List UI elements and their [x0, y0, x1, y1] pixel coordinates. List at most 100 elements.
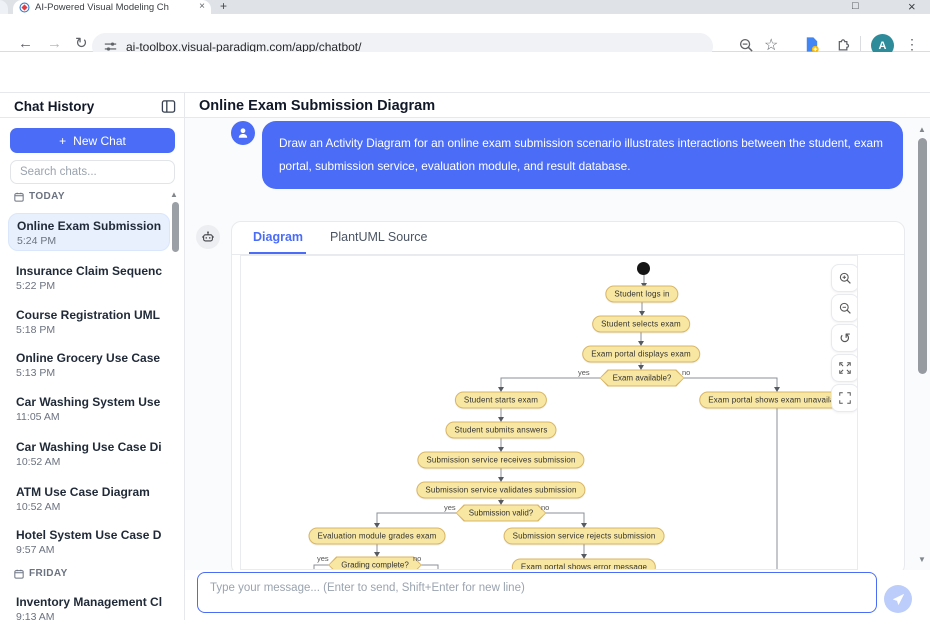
collapse-sidebar-icon[interactable] — [161, 99, 176, 114]
activity-node: Exam portal displays exam — [582, 345, 700, 363]
reset-icon: ↺ — [839, 329, 851, 346]
chat-item-title: Hotel System Use Case Diagr... — [16, 528, 162, 542]
activity-node: Student logs in — [605, 285, 679, 303]
decision-node: Submission valid? — [456, 505, 546, 522]
chat-scrollbar-thumb[interactable] — [918, 138, 927, 374]
fit-to-screen-button[interactable] — [831, 354, 857, 382]
visual-paradigm-favicon — [19, 1, 30, 13]
robot-icon — [202, 231, 214, 242]
adjacent-tab-fragment — [0, 0, 8, 14]
window-maximize-button[interactable]: □ — [852, 0, 859, 12]
branch-label-yes: yes — [578, 368, 590, 377]
chat-item-title: ATM Use Case Diagram — [16, 485, 150, 499]
branch-label-no: no — [541, 503, 550, 512]
diagram-viewport: Student logs in Student selects exam Exa… — [240, 255, 858, 570]
chat-item[interactable]: Inventory Management Clas... 9:13 AM — [8, 590, 170, 628]
new-tab-button[interactable]: + — [220, 0, 228, 13]
tab-close-icon[interactable]: × — [199, 1, 205, 12]
reset-view-button[interactable]: ↺ — [831, 324, 857, 352]
activity-node: Evaluation module grades exam — [308, 527, 446, 545]
scroll-down-icon[interactable]: ▼ — [918, 555, 926, 564]
site-settings-icon[interactable] — [104, 40, 117, 53]
branch-label-no: no — [682, 368, 691, 377]
tab-diagram[interactable]: Diagram — [253, 230, 304, 244]
chat-item-title: Online Exam Submission Dia... — [17, 219, 161, 233]
tab-title: AI-Powered Visual Modeling Ch — [35, 1, 169, 13]
decision-label: Grading complete? — [329, 558, 421, 571]
chat-item-time: 10:52 AM — [16, 456, 61, 468]
diagram-tab-row — [231, 221, 905, 255]
send-paper-plane-icon — [892, 593, 904, 605]
save-page-extension-icon[interactable] — [803, 36, 820, 53]
chat-item[interactable]: Hotel System Use Case Diagr... 9:57 AM — [8, 523, 170, 561]
decision-node: Grading complete? — [328, 557, 422, 571]
active-tab-underline — [249, 252, 306, 254]
section-label: TODAY — [29, 191, 65, 202]
url-text[interactable]: ai-toolbox.visual-paradigm.com/app/chatb… — [126, 39, 362, 54]
chat-item[interactable]: Course Registration UML 5:18 PM — [8, 303, 170, 341]
user-message-bubble: Draw an Activity Diagram for an online e… — [262, 121, 903, 189]
bookmark-star-icon[interactable]: ☆ — [764, 37, 779, 54]
activity-node: Submission service validates submission — [416, 481, 586, 499]
search-chats-input[interactable] — [10, 160, 175, 184]
new-chat-button[interactable]: + New Chat — [10, 128, 175, 153]
new-chat-label: New Chat — [73, 133, 126, 148]
zoom-page-icon[interactable] — [739, 38, 754, 53]
zoom-in-button[interactable] — [831, 264, 857, 292]
chat-item-time: 5:22 PM — [16, 280, 56, 292]
zoom-out-icon — [839, 302, 851, 314]
chat-item[interactable]: Insurance Claim Sequence 5:22 PM — [8, 259, 170, 297]
window-close-button[interactable]: × — [908, 0, 916, 14]
browser-menu-icon[interactable]: ⋮ — [905, 36, 919, 52]
chat-item-time: 5:18 PM — [16, 324, 56, 336]
chat-item[interactable]: Online Grocery Use Case 5:13 PM — [8, 346, 170, 384]
fullscreen-icon — [839, 392, 851, 404]
decision-label: Submission valid? — [457, 506, 545, 521]
sidebar-title: Chat History — [14, 99, 95, 114]
send-button[interactable] — [884, 585, 912, 613]
browser-tab[interactable]: AI-Powered Visual Modeling Ch × — [13, 0, 211, 14]
branch-label-no: no — [413, 554, 422, 563]
activity-node: Student selects exam — [592, 315, 690, 333]
browser-tabstrip: AI-Powered Visual Modeling Ch × + □ × — [0, 0, 930, 14]
sidebar-header-divider — [0, 117, 185, 118]
browser-profile-avatar[interactable]: A — [871, 34, 894, 57]
branch-label-yes: yes — [444, 503, 456, 512]
user-message-avatar — [231, 121, 255, 145]
person-icon — [238, 128, 248, 138]
activity-node: Student submits answers — [445, 421, 557, 439]
zoom-out-button[interactable] — [831, 294, 857, 322]
extensions-puzzle-icon[interactable] — [836, 37, 851, 52]
chat-item[interactable]: Car Washing Use Case Diagr... 10:52 AM — [8, 435, 170, 473]
chat-item-time: 10:52 AM — [16, 501, 61, 513]
sidebar-scroll-up-icon[interactable]: ▲ — [170, 190, 178, 199]
message-input[interactable] — [197, 572, 877, 613]
fullscreen-button[interactable] — [831, 384, 857, 412]
chat-item-time: 5:24 PM — [17, 235, 57, 247]
chat-item-time: 9:13 AM — [16, 611, 55, 623]
reload-button[interactable]: ↻ — [75, 35, 88, 52]
chat-item-time: 11:05 AM — [16, 411, 60, 423]
activity-node: Submission service rejects submission — [503, 527, 665, 545]
chat-item-title: Course Registration UML — [16, 308, 161, 322]
chat-item-title: Inventory Management Clas... — [16, 595, 162, 609]
tab-plantuml-source[interactable]: PlantUML Source — [330, 230, 428, 244]
section-header-today: TODAY — [14, 191, 65, 202]
back-button[interactable]: ← — [18, 35, 33, 52]
chat-item[interactable]: ATM Use Case Diagram 10:52 AM — [8, 480, 170, 518]
activity-node: Exam portal shows error message — [511, 558, 657, 569]
zoom-in-icon — [839, 272, 851, 284]
sidebar-scrollbar-thumb[interactable] — [172, 202, 179, 252]
chat-item[interactable]: Car Washing System Use Case 11:05 AM — [8, 390, 170, 428]
chat-item-time: 9:57 AM — [16, 544, 55, 556]
chat-item-selected[interactable]: Online Exam Submission Dia... 5:24 PM — [8, 213, 170, 251]
conversation-title: Online Exam Submission Diagram — [199, 98, 436, 114]
forward-button[interactable]: → — [47, 35, 62, 52]
calendar-icon — [14, 569, 24, 579]
activity-node: Submission service receives submission — [417, 451, 585, 469]
chat-item-title: Online Grocery Use Case — [16, 351, 161, 365]
chat-item-title: Car Washing Use Case Diagr... — [16, 440, 162, 454]
decision-label: Exam available? — [601, 371, 684, 386]
calendar-icon — [14, 192, 24, 202]
scroll-up-icon[interactable]: ▲ — [918, 125, 926, 134]
